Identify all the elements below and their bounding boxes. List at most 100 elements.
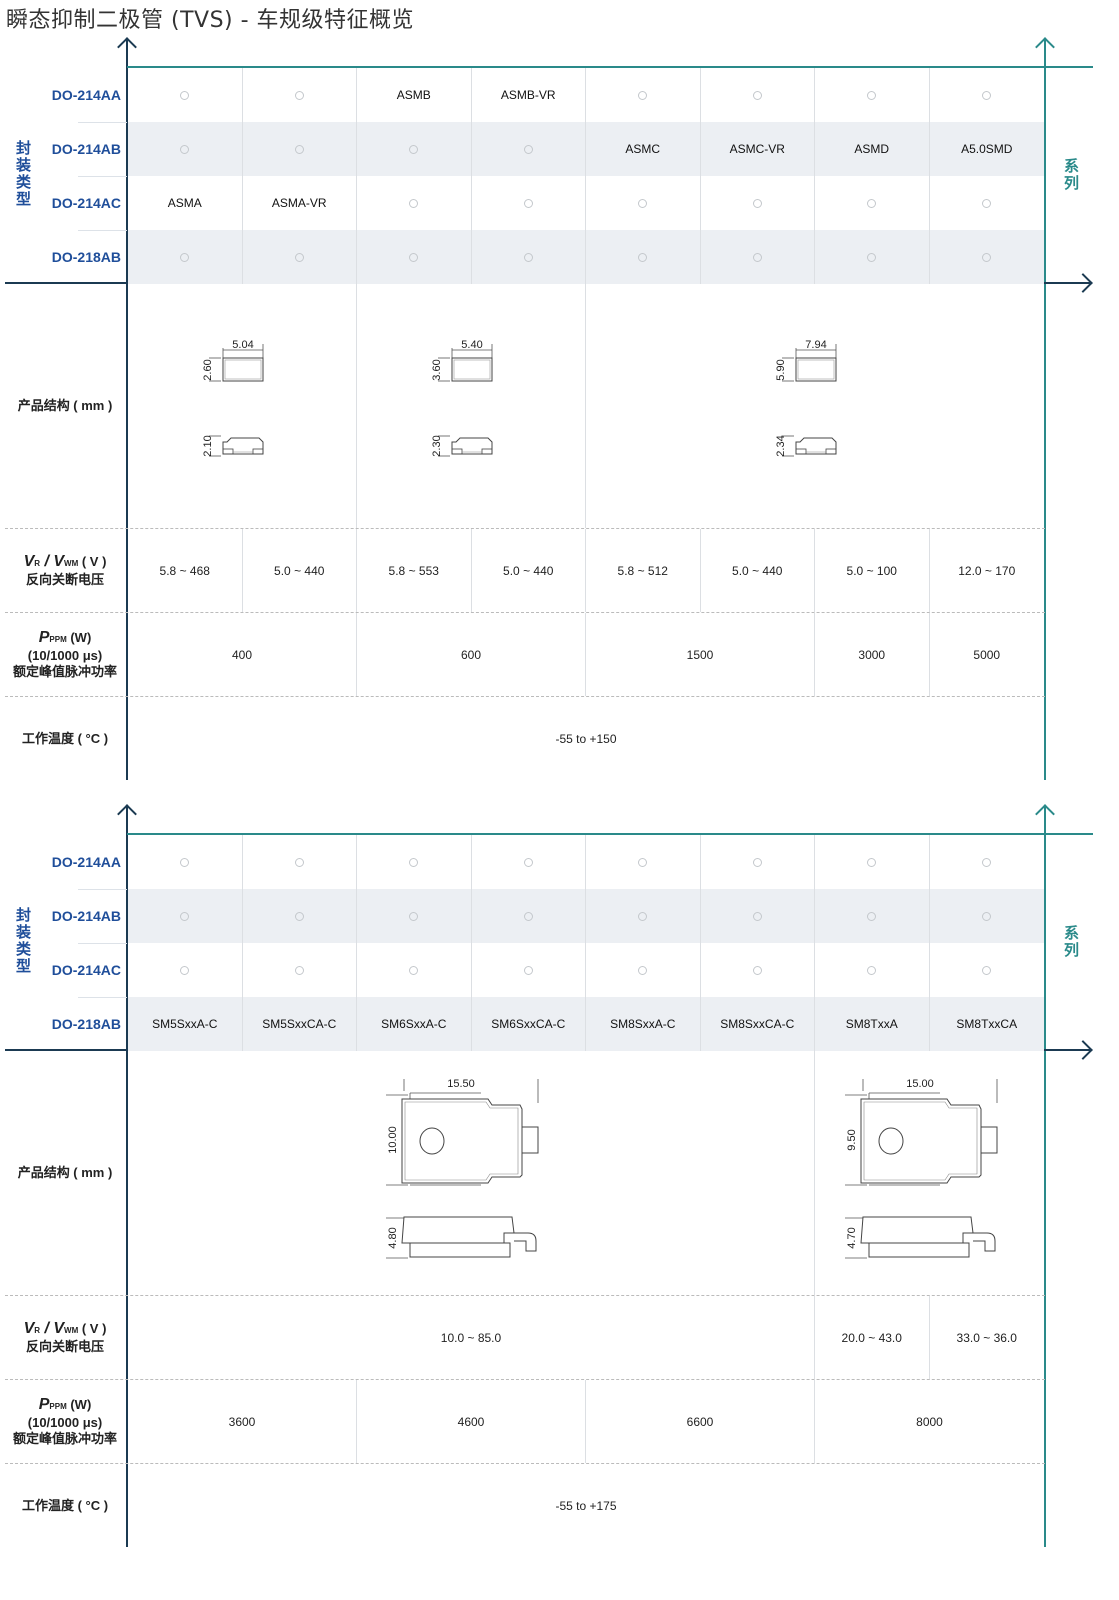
series-cell	[701, 943, 815, 997]
right-arrow-icon	[1073, 1040, 1093, 1060]
ppm-value: 5000	[973, 647, 1001, 662]
series-cell	[930, 835, 1045, 889]
ppm-cell: 8000	[815, 1380, 1044, 1463]
series-label: 系列	[1062, 158, 1079, 192]
ppm-value: 600	[460, 647, 482, 662]
package-label: DO-214AC	[51, 962, 121, 978]
param-row-temp: -55 to +150	[128, 697, 1044, 780]
up-arrow-icon	[117, 804, 137, 824]
empty-circle-icon	[409, 857, 419, 867]
dim-width: 5.40	[461, 339, 482, 351]
series-cell: SM8SxxA-C	[586, 997, 701, 1051]
symbol-v: V	[53, 552, 65, 570]
vr-cell: 12.0 ~ 170	[930, 529, 1045, 612]
symbol-v: V	[53, 1319, 65, 1337]
series-cell	[701, 68, 815, 122]
vr-value: 5.0 ~ 440	[503, 563, 554, 578]
unit: (W)	[66, 1396, 92, 1412]
vr-value: 5.0 ~ 440	[274, 563, 325, 578]
vr-value: 5.0 ~ 100	[846, 563, 897, 578]
empty-circle-icon	[982, 90, 992, 100]
empty-circle-icon	[409, 965, 419, 975]
label-separator	[78, 997, 127, 998]
vr-value: 20.0 ~ 43.0	[841, 1330, 902, 1345]
series-cell	[701, 835, 815, 889]
series-cell	[930, 68, 1045, 122]
series-cell	[701, 889, 815, 943]
param-label-ppm: PPPM (W)(10/1000 μs)额定峰值脉冲功率	[0, 613, 130, 696]
structure-cell: 7.94 5.90 2.34	[586, 284, 1044, 528]
empty-circle-icon	[638, 965, 648, 975]
vr-cell: 5.8 ~ 553	[357, 529, 472, 612]
empty-circle-icon	[294, 144, 304, 154]
series-cell	[243, 122, 357, 176]
empty-circle-icon	[294, 857, 304, 867]
series-cell: ASMC-VR	[701, 122, 815, 176]
dim-height: 10.00	[387, 1126, 399, 1154]
empty-circle-icon	[409, 911, 419, 921]
package-row	[128, 943, 1044, 997]
empty-circle-icon	[180, 90, 190, 100]
empty-circle-icon	[180, 965, 190, 975]
unit: ( V )	[78, 553, 107, 569]
dim-side: 4.70	[846, 1227, 858, 1248]
label-symbol: PPPM (W)	[0, 629, 130, 648]
series-cell: ASMB-VR	[472, 68, 586, 122]
row-divider	[5, 612, 1045, 613]
empty-circle-icon	[982, 911, 992, 921]
param-label-structure: 产品结构 ( mm )	[0, 1051, 130, 1295]
empty-circle-icon	[409, 252, 419, 262]
row-divider	[5, 528, 1045, 529]
series-cell	[930, 889, 1045, 943]
package-drawing-small: 7.94 5.90 2.34	[775, 339, 837, 457]
series-cell: SM8TxxA	[815, 997, 930, 1051]
series-cell	[243, 943, 357, 997]
series-cell	[128, 68, 243, 122]
ppm-cell: 3000	[815, 613, 930, 696]
vr-cell: 10.0 ~ 85.0	[128, 1296, 815, 1379]
package-label: DO-214AA	[51, 854, 121, 870]
label-separator	[78, 889, 127, 890]
row-divider	[5, 696, 1045, 697]
package-drawing-large: 15.00 9.50 4.70	[844, 1078, 997, 1259]
empty-circle-icon	[638, 857, 648, 867]
label-symbol: VR / VWM ( V )	[0, 1319, 130, 1339]
empty-circle-icon	[867, 90, 877, 100]
unit: (W)	[66, 629, 92, 645]
empty-circle-icon	[867, 198, 877, 208]
series-cell	[586, 230, 701, 284]
empty-circle-icon	[523, 144, 533, 154]
label-separator	[78, 176, 127, 177]
ppm-value: 6600	[686, 1414, 714, 1429]
temp-cell: -55 to +175	[128, 1464, 1044, 1547]
series-cell: SM8SxxCA-C	[701, 997, 815, 1051]
series-cell	[701, 176, 815, 230]
series-cell	[930, 230, 1045, 284]
series-cell	[128, 889, 243, 943]
label-text: 工作温度 ( °C )	[21, 730, 109, 746]
vr-cell: 5.8 ~ 468	[128, 529, 243, 612]
param-label-structure: 产品结构 ( mm )	[0, 284, 130, 528]
series-cell: ASMD	[815, 122, 930, 176]
dim-side: 2.10	[202, 435, 214, 456]
series-cell: SM6SxxCA-C	[472, 997, 586, 1051]
row-divider	[5, 1295, 1045, 1296]
empty-circle-icon	[294, 911, 304, 921]
label-separator	[78, 122, 127, 123]
series-cell: ASMA-VR	[243, 176, 357, 230]
dim-height: 5.90	[775, 359, 787, 380]
empty-circle-icon	[180, 857, 190, 867]
label-text: 产品结构 ( mm )	[17, 1165, 113, 1180]
package-type-label: 封装类型	[14, 907, 31, 975]
param-label-vr: VR / VWM ( V )反向关断电压	[0, 529, 130, 612]
series-cell	[128, 943, 243, 997]
series-cell	[472, 176, 586, 230]
param-label-ppm: PPPM (W)(10/1000 μs)额定峰值脉冲功率	[0, 1380, 130, 1463]
vr-value: 5.0 ~ 440	[732, 563, 783, 578]
